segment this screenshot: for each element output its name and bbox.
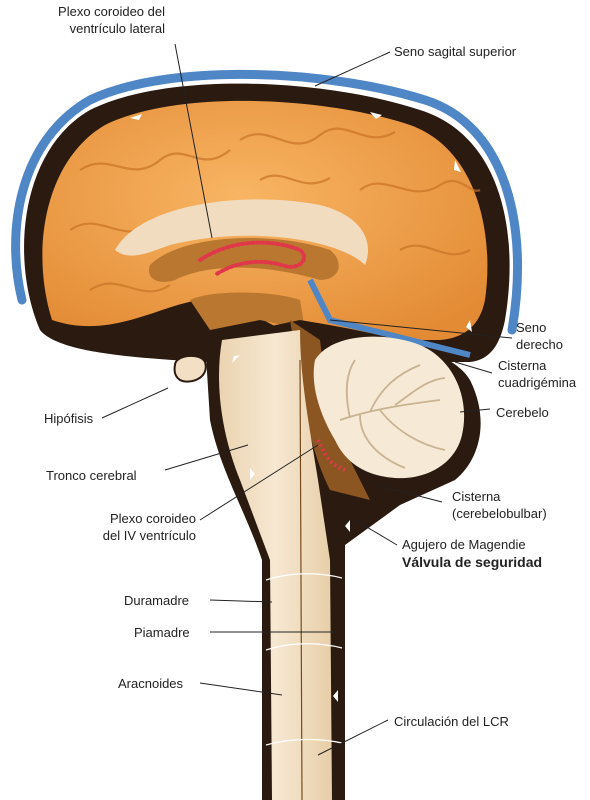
label-hipofisis: Hipófisis xyxy=(44,411,94,426)
label-aracnoides: Aracnoides xyxy=(118,676,184,691)
label-seno-derecho-1: Seno xyxy=(516,320,547,335)
label-duramadre: Duramadre xyxy=(124,593,190,608)
label-agujero-magendie: Agujero de Magendie xyxy=(402,537,526,552)
choroid-plexus-iv xyxy=(316,439,346,472)
label-cisterna-cb-2: (cerebelobulbar) xyxy=(452,506,547,521)
label-cerebelo: Cerebelo xyxy=(496,405,549,420)
pituitary xyxy=(173,354,207,383)
label-circulacion-lcr: Circulación del LCR xyxy=(394,714,509,729)
third-ventricle xyxy=(190,292,305,330)
label-plexo-lateral-2: ventrículo lateral xyxy=(69,21,165,36)
csf-flow-arrows xyxy=(130,112,472,702)
label-piamadre: Piamadre xyxy=(134,625,190,640)
label-seno-sagital: Seno sagital superior xyxy=(394,44,517,59)
fourth-ventricle xyxy=(290,320,370,500)
label-plexo-lateral-1: Plexo coroideo del xyxy=(58,4,165,19)
choroid-plexus-lateral xyxy=(198,240,306,277)
arbor-vitae xyxy=(339,359,446,469)
label-seno-derecho-2: derecho xyxy=(516,337,563,352)
label-cisterna-cuadrigemina-2: cuadrigémina xyxy=(498,375,577,390)
label-plexo-iv-2: del IV ventrículo xyxy=(102,528,196,543)
label-cisterna-cb-1: Cisterna xyxy=(452,489,501,504)
label-cisterna-cuadrigemina-1: Cisterna xyxy=(498,358,547,373)
brainstem xyxy=(219,330,332,800)
label-valvula-seguridad: Válvula de seguridad xyxy=(402,554,543,570)
label-plexo-iv-1: Plexo coroideo xyxy=(110,511,196,526)
corpus-callosum xyxy=(115,199,368,265)
leader-lines xyxy=(101,43,513,756)
superior-sagittal-sinus xyxy=(11,69,522,335)
label-tronco-cerebral: Tronco cerebral xyxy=(46,468,137,483)
cerebral-gyri xyxy=(69,127,481,293)
spinal-meninges xyxy=(265,573,343,746)
central-canal xyxy=(299,359,303,800)
